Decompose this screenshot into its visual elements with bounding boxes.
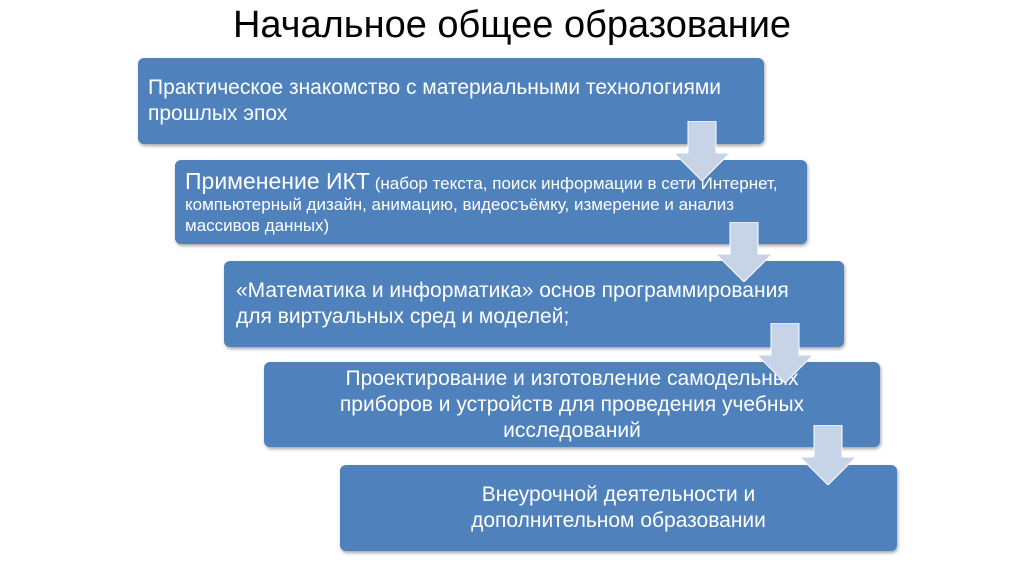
down-arrow-icon — [674, 121, 730, 181]
process-step-2-text: Применение ИКТ (набор текста, поиск инфо… — [185, 169, 793, 236]
process-step-4: Проектирование и изготовление самодельны… — [264, 362, 880, 447]
process-step-2-lead: Применение ИКТ — [185, 167, 370, 194]
process-step-3-text: «Математика и информатика» основ програм… — [236, 279, 789, 328]
page-title: Начальное общее образование — [232, 4, 792, 46]
down-arrow-icon — [800, 425, 856, 485]
process-step-5-text: Внеурочной деятельности и дополнительном… — [471, 483, 766, 532]
down-arrow-icon — [716, 222, 772, 282]
process-step-1: Практическое знакомство с материальными … — [138, 58, 764, 144]
process-step-2-detail: (набор текста, поиск информации в сети И… — [185, 173, 778, 235]
down-arrow-icon — [757, 323, 813, 383]
process-step-1-text: Практическое знакомство с материальными … — [148, 76, 721, 125]
process-step-4-text: Проектирование и изготовление самодельны… — [339, 366, 805, 442]
process-step-5: Внеурочной деятельности и дополнительном… — [340, 465, 897, 551]
